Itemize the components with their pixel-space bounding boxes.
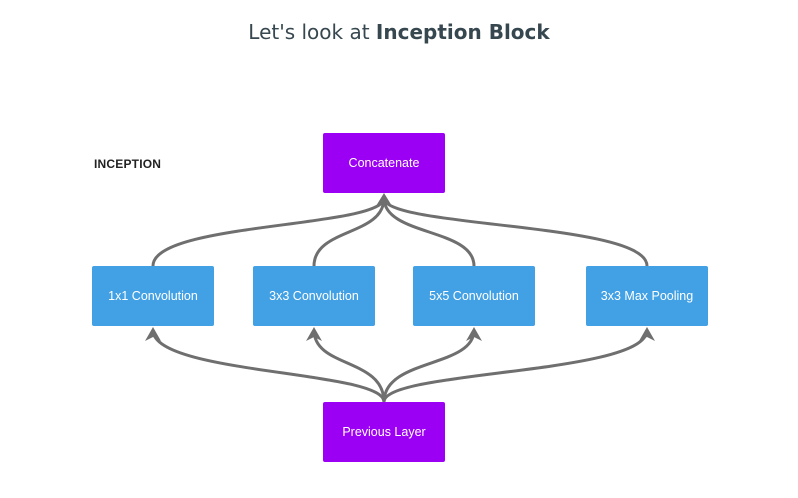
edge-prev-to-conv5	[382, 329, 476, 403]
page-title: Let's look at Inception Block	[0, 20, 798, 44]
edge-conv1-to-concat	[151, 197, 386, 267]
edge-prev-to-pool	[382, 329, 649, 403]
edge-conv3-to-concat	[312, 197, 386, 267]
title-prefix: Let's look at	[248, 20, 376, 44]
edge-pool-to-concat	[382, 197, 649, 267]
edge-prev-to-conv1	[151, 329, 386, 403]
edge-prev-to-conv3	[312, 329, 386, 403]
arrowhead-pool	[639, 327, 655, 341]
arrowhead-conv5	[466, 327, 482, 341]
edge-conv5-to-concat	[382, 197, 476, 267]
arrowhead-conv3	[306, 327, 322, 341]
title-bold: Inception Block	[375, 20, 550, 44]
node-3x3-convolution: 3x3 Convolution	[253, 266, 375, 326]
arrowhead-concat	[376, 193, 392, 206]
node-1x1-convolution: 1x1 Convolution	[92, 266, 214, 326]
node-concatenate: Concatenate	[323, 133, 445, 193]
arrowhead-conv1	[145, 327, 161, 341]
node-previous-layer: Previous Layer	[323, 402, 445, 462]
section-label: INCEPTION	[94, 157, 162, 171]
node-5x5-convolution: 5x5 Convolution	[413, 266, 535, 326]
node-3x3-max-pooling: 3x3 Max Pooling	[586, 266, 708, 326]
